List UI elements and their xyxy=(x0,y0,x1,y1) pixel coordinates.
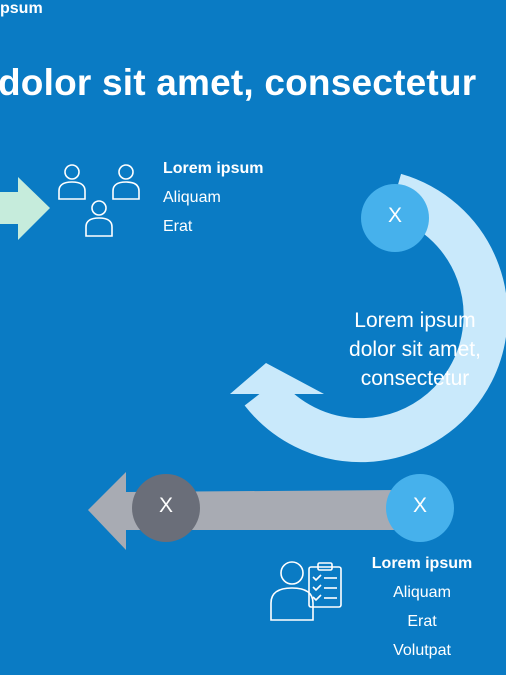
top-line-2: Erat xyxy=(163,218,193,235)
bottom-line-1: Aliquam xyxy=(393,584,451,601)
bottom-line-2: Erat xyxy=(407,613,437,630)
center-line-2: dolor sit amet, xyxy=(349,338,481,361)
marker-bottom-label: X xyxy=(412,494,427,517)
gray-arrow xyxy=(88,472,400,550)
marker-top-label: X xyxy=(387,204,402,227)
cycle-arrow-body xyxy=(244,173,506,463)
marker-bottom xyxy=(386,474,454,542)
bottom-text-block: Lorem ipsum Aliquam Erat Volutpat xyxy=(350,549,494,665)
top-text-block: Lorem ipsum Aliquam Erat xyxy=(163,154,263,241)
mint-arrow xyxy=(0,177,50,240)
marker-top xyxy=(361,184,429,252)
center-line-3: consectetur xyxy=(360,367,470,390)
people-group-icon xyxy=(58,164,140,237)
bottom-heading: Lorem ipsum xyxy=(371,555,473,572)
top-line-1: Aliquam xyxy=(163,189,221,206)
center-line-1: Lorem ipsum xyxy=(354,309,476,332)
top-heading: Lorem ipsum xyxy=(163,160,264,177)
bottom-line-3: Volutpat xyxy=(393,642,451,659)
cycle-arrow-head xyxy=(230,363,324,394)
marker-left-label: X xyxy=(158,494,173,517)
slide-title: dolor sit amet, consectetur xyxy=(0,62,477,103)
left-text-block: psum xyxy=(0,0,43,17)
person-checklist-icon xyxy=(270,561,342,621)
marker-left xyxy=(132,474,200,542)
center-text: Lorem ipsum dolor sit amet, consectetur xyxy=(324,306,506,393)
